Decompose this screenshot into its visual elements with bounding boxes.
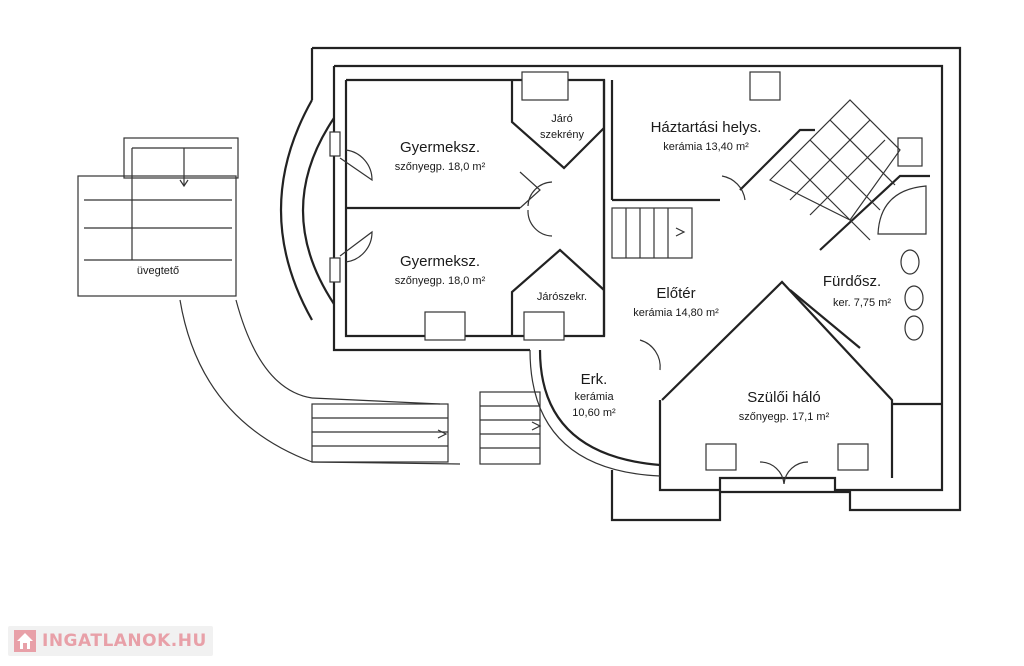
bathroom-fixtures [877,137,927,341]
room-area-furdo: ker. 7,75 m² [833,297,891,309]
watermark: INGATLANOK.HU [8,626,213,656]
room-name-jaro-line2: szekrény [540,129,585,141]
balcony-curve [529,349,661,477]
doors [339,149,809,485]
watermark-text: INGATLANOK.HU [42,631,207,651]
room-name-gyermek1: Gyermeksz. [400,139,480,156]
room-name-gyermek2: Gyermeksz. [400,253,480,270]
glass-roof-stairs [77,137,239,297]
room-area-gyermek1: szőnyegp. 18,0 m² [395,161,486,173]
room-name-jaroszekr: Járószekr. [537,291,587,303]
house-logo-icon [14,630,36,652]
room-area-szuloi: szőnyegp. 17,1 m² [739,411,830,423]
tiled-floor [768,99,901,241]
windows [329,71,869,471]
inner-walls [346,80,942,478]
curved-bay [179,99,461,465]
room-name-furdo: Fürdősz. [823,273,881,290]
room-name-erkely: Erk. [581,371,608,388]
room-area-erkely: 10,60 m² [572,407,616,419]
room-labels: Gyermeksz. szőnyegp. 18,0 m² Gyermeksz. … [137,113,891,423]
room-name-haztartasi: Háztartási helys. [651,119,762,136]
room-name-szuloi: Szülői háló [747,389,820,406]
stairs-lower-left [311,403,449,463]
room-name-eloter: Előtér [656,285,695,302]
room-area-haztartasi: kerámia 13,40 m² [663,141,749,153]
room-name-uvegteto: üvegtető [137,265,179,277]
stairs-upper [611,207,693,259]
room-area-eloter: kerámia 14,80 m² [633,307,719,319]
room-name-jaro-line1: Járó [551,113,572,125]
stairs-center [479,391,542,465]
room-material-erkely: kerámia [574,391,614,403]
room-area-gyermek2: szőnyegp. 18,0 m² [395,275,486,287]
